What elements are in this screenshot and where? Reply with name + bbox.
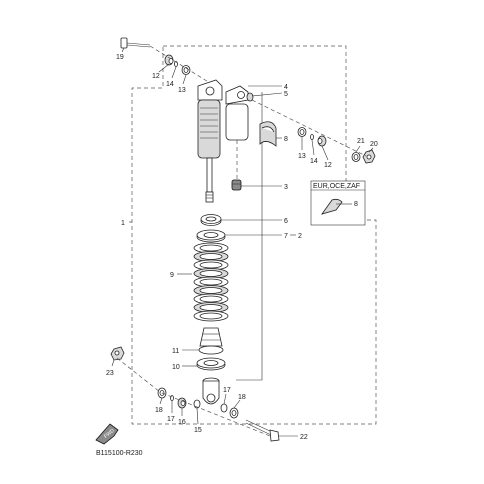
callout-17-right: 17 (223, 387, 231, 394)
region-callout-8: 8 (354, 201, 358, 208)
spring-coil-inner (199, 278, 223, 286)
part-9-spring[interactable] (193, 242, 229, 322)
spring-coil-inner (199, 244, 223, 252)
part-13-washer-right[interactable] (297, 127, 307, 137)
shock-rod[interactable] (205, 157, 214, 203)
callout-13-right: 13 (298, 153, 306, 160)
callout-13-left: 13 (178, 87, 186, 94)
callout-22: 22 (300, 434, 308, 441)
part-13-washer-left[interactable] (181, 65, 191, 75)
callout-labels: 4 5 8 3 6 7 2 1 9 11 10 19 12 14 13 13 1… (106, 54, 378, 441)
fwd-arrow: FWD (95, 423, 119, 445)
region-box: EUR,OCE,ZAF 8 (310, 180, 366, 226)
part-20-nut[interactable] (362, 149, 376, 164)
part-11-bump-stop[interactable] (198, 327, 224, 355)
callout-12-right: 12 (324, 162, 332, 169)
part-8-reservoir[interactable] (225, 103, 249, 141)
assembly-outline (131, 45, 377, 425)
shock-reservoir-body[interactable] (197, 99, 221, 159)
bracket-2 (236, 92, 263, 381)
region-part-8[interactable] (321, 198, 343, 215)
region-box-label: EUR,OCE,ZAF (313, 183, 360, 190)
callout-17-left: 17 (167, 416, 175, 423)
part-4-bushing[interactable] (225, 85, 249, 105)
part-7-lock-nut[interactable] (196, 229, 226, 243)
diagram-code: B115100-R230 (96, 450, 143, 457)
callout-20: 20 (370, 141, 378, 148)
callout-21: 21 (357, 138, 365, 145)
callout-10: 10 (172, 364, 180, 371)
shock-lower-clevis[interactable] (202, 377, 220, 405)
spring-coil-inner (199, 261, 223, 269)
shock-upper-mount[interactable] (197, 79, 223, 101)
callout-18-left: 18 (155, 407, 163, 414)
callout-14-left: 14 (166, 81, 174, 88)
callout-18-right: 18 (238, 394, 246, 401)
part-6-adjuster-nut[interactable] (200, 214, 222, 226)
callout-9: 9 (170, 272, 174, 279)
callout-16: 16 (178, 419, 186, 426)
part-5-collar[interactable] (246, 92, 254, 102)
callout-12-left: 12 (152, 73, 160, 80)
spring-coil-inner (199, 253, 223, 260)
callout-19: 19 (116, 54, 124, 61)
callout-4: 4 (284, 84, 288, 91)
callout-3: 3 (284, 184, 288, 191)
callout-23: 23 (106, 370, 114, 377)
part-10-spring-guide[interactable] (196, 357, 226, 371)
spring-coil-inner (199, 304, 223, 311)
callout-15: 15 (194, 427, 202, 434)
spring-coil-inner (199, 270, 223, 277)
part-18-washer-right[interactable] (229, 407, 239, 419)
callout-2: 2 (298, 233, 302, 240)
part-3-cap[interactable] (231, 179, 242, 191)
part-12-collar-right[interactable] (317, 135, 327, 147)
leader-lines (111, 63, 374, 437)
part-17-ring-right[interactable] (220, 403, 228, 413)
part-12-collar-left[interactable] (164, 54, 174, 66)
spring-coil-inner (199, 312, 223, 320)
callout-5: 5 (284, 91, 288, 98)
part-14-ring-right[interactable] (310, 134, 314, 140)
callout-7: 7 (284, 233, 288, 240)
callout-8: 8 (284, 136, 288, 143)
callout-1: 1 (121, 220, 125, 227)
part-16-collar-left[interactable] (177, 397, 187, 409)
part-23-nut[interactable] (110, 346, 125, 361)
part-22-bolt[interactable] (245, 419, 280, 442)
spring-coil-inner (199, 287, 223, 294)
callout-6: 6 (284, 218, 288, 225)
part-19-bolt[interactable] (120, 37, 151, 49)
part-8-band[interactable] (259, 121, 277, 147)
spring-coil-inner (199, 295, 223, 303)
callout-11: 11 (172, 348, 179, 355)
callout-14-right: 14 (310, 158, 318, 165)
part-21-washer[interactable] (351, 152, 361, 162)
